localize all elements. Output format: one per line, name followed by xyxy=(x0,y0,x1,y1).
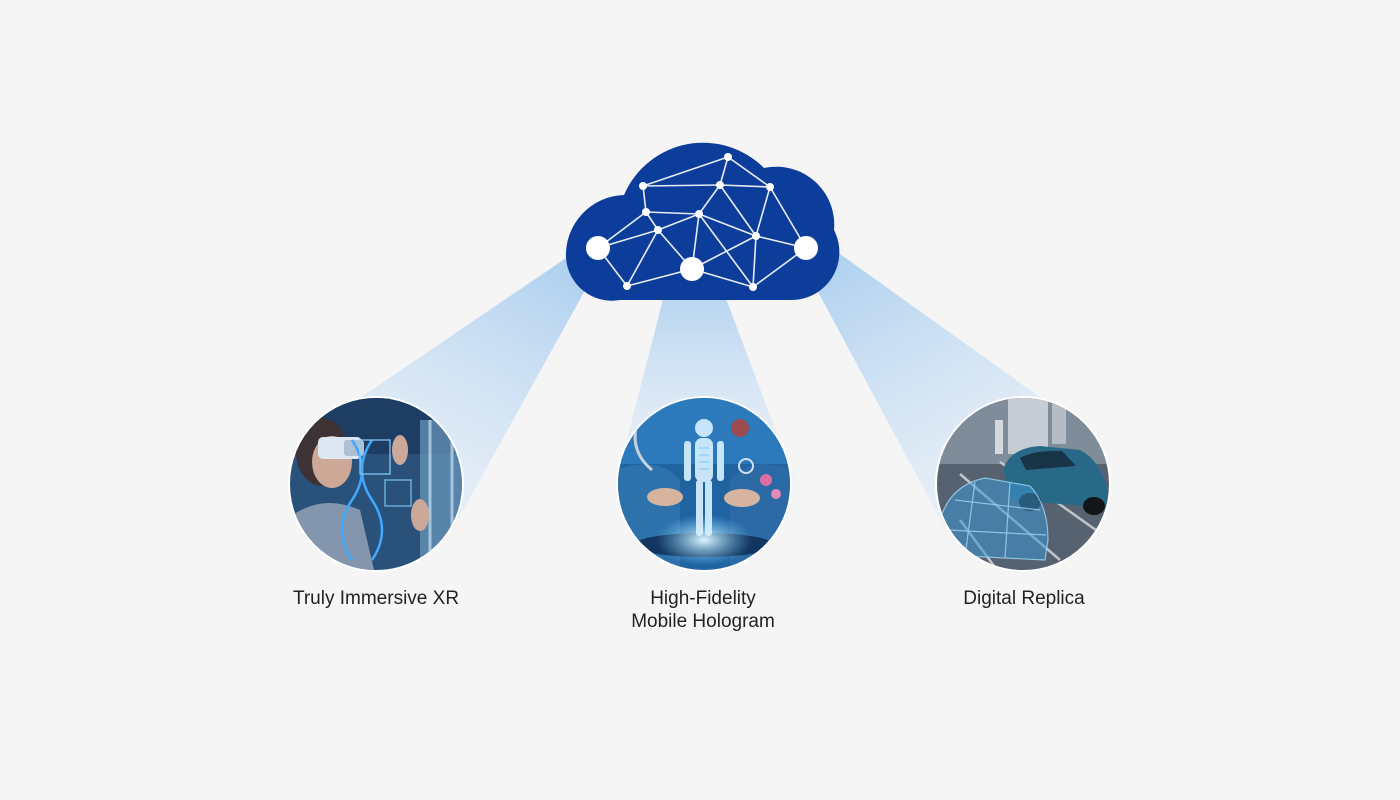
label-truly-immersive-xr: Truly Immersive XR xyxy=(246,587,506,610)
label-digital-replica: Digital Replica xyxy=(894,587,1154,610)
digital-twin-car-image xyxy=(935,396,1111,572)
label-line: Truly Immersive XR xyxy=(292,588,460,609)
label-line: Digital Replica xyxy=(963,588,1085,609)
label-line: High-Fidelity xyxy=(650,588,756,609)
cloud-network-icon xyxy=(565,142,840,301)
label-line: Mobile Hologram xyxy=(631,611,775,632)
label-high-fidelity-mobile-hologram: High-Fidelity Mobile Hologram xyxy=(573,587,833,633)
